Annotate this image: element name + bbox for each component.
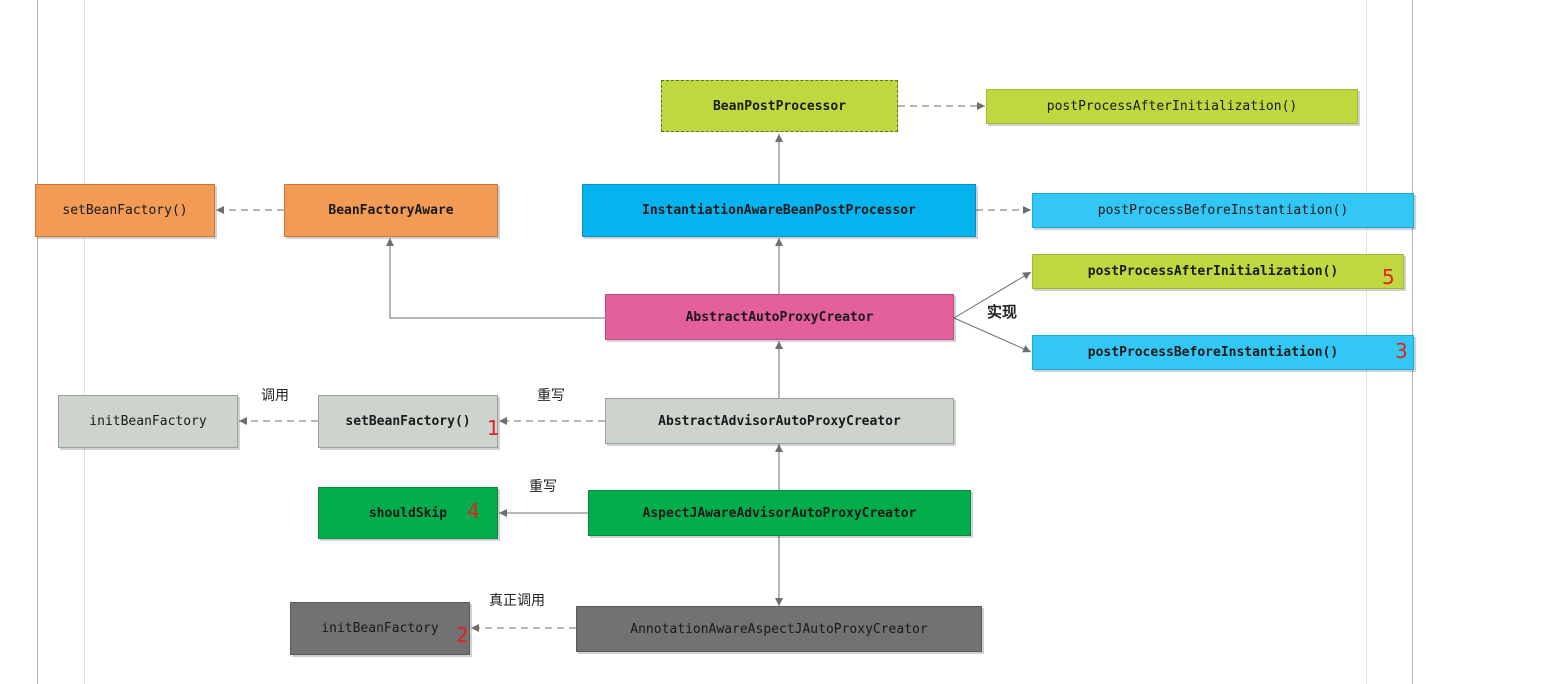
node-abstract-auto-proxy-creator: AbstractAutoProxyCreator xyxy=(605,294,954,340)
edge-aapc-impl-before xyxy=(953,317,1032,353)
label-implements: 实现 xyxy=(987,303,1018,321)
node-bean-factory-aware: BeanFactoryAware xyxy=(284,184,498,237)
node-post-process-after-initialization-top: postProcessAfterInitialization() xyxy=(986,89,1358,124)
node-set-bean-factory-top: setBeanFactory() xyxy=(35,184,215,237)
marker-3: 3 xyxy=(1395,339,1408,363)
node-init-bean-factory-left: initBeanFactory xyxy=(58,395,238,448)
marker-4: 4 xyxy=(467,499,480,523)
edge-aapc-to-bfa xyxy=(386,238,605,319)
label-really-calls: 真正调用 xyxy=(489,593,545,609)
guide-line-left xyxy=(84,0,85,684)
marker-2: 2 xyxy=(456,623,469,647)
node-post-process-before-instantiation-impl: postProcessBeforeInstantiation() xyxy=(1032,335,1414,370)
marker-5: 5 xyxy=(1382,265,1395,289)
node-set-bean-factory-override: setBeanFactory() xyxy=(318,395,498,448)
edge-aapc-impl-after xyxy=(953,271,1032,319)
node-aspectj-aware-advisor-auto-proxy-creator: AspectJAwareAdvisorAutoProxyCreator xyxy=(588,490,971,536)
node-should-skip: shouldSkip xyxy=(318,487,498,539)
label-override-1: 重写 xyxy=(537,388,565,404)
node-abstract-advisor-auto-proxy-creator: AbstractAdvisorAutoProxyCreator xyxy=(605,398,954,444)
node-post-process-before-instantiation-top: postProcessBeforeInstantiation() xyxy=(1032,193,1414,228)
marker-1: 1 xyxy=(487,416,500,440)
label-override-2: 重写 xyxy=(529,479,557,495)
node-post-process-after-initialization-impl: postProcessAfterInitialization() xyxy=(1032,254,1404,289)
frame-line-left xyxy=(37,0,38,684)
label-calls: 调用 xyxy=(261,388,289,404)
node-annotation-aware-aspectj-auto-proxy-creator: AnnotationAwareAspectJAutoProxyCreator xyxy=(576,606,982,652)
node-instantiation-aware-bean-post-processor: InstantiationAwareBeanPostProcessor xyxy=(582,184,976,237)
node-init-bean-factory-real: initBeanFactory xyxy=(290,602,470,655)
node-bean-post-processor: BeanPostProcessor xyxy=(661,80,898,132)
